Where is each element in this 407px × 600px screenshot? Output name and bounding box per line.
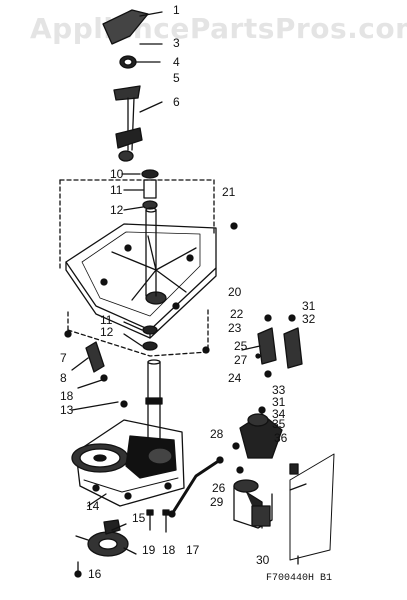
left-bracket: [64, 330, 108, 389]
callout-12: 12: [110, 203, 124, 217]
drive-shaft-assembly: [113, 85, 163, 162]
callout-18: 18: [162, 543, 176, 557]
callout-36: 36: [274, 431, 288, 445]
lower-bearing-stack: [123, 321, 158, 351]
callout-27: 27: [234, 353, 248, 367]
callout-19: 19: [142, 543, 156, 557]
callout-29: 29: [210, 495, 224, 509]
callout-28: 28: [210, 427, 224, 441]
callout-25: 25: [234, 339, 248, 353]
callout-12: 12: [100, 325, 114, 339]
callout-11: 11: [110, 183, 123, 197]
callout-17: 17: [186, 543, 200, 557]
callout-18: 18: [60, 389, 74, 403]
callout-3: 3: [173, 36, 180, 50]
watermark: AppliancePartsPros.com: [30, 12, 407, 45]
callout-33: 33: [272, 383, 286, 397]
actuator-assembly: [232, 406, 283, 459]
loose-screws: [120, 222, 238, 408]
callout-35: 35: [272, 417, 286, 431]
document-code: F700440H B1: [266, 573, 333, 584]
callout-5: 5: [173, 71, 180, 85]
callout-20: 20: [228, 285, 242, 299]
drive-motor: [233, 466, 273, 529]
callout-34: 34: [272, 407, 286, 421]
mounting-plate: [65, 223, 217, 339]
callout-24: 24: [228, 371, 242, 385]
callout-11: 11: [100, 313, 113, 327]
callout-16: 16: [88, 567, 102, 581]
callout-31: 31: [302, 299, 316, 313]
callout-26: 26: [212, 481, 226, 495]
callout-7: 7: [60, 351, 67, 365]
switch-bracket-right: [264, 314, 303, 378]
callout-32: 32: [302, 312, 316, 326]
callout-4: 4: [173, 55, 180, 69]
bearing-stack: [121, 169, 159, 211]
callout-13: 13: [60, 403, 74, 417]
side-panel: [289, 453, 335, 565]
top-bracket-part: [102, 9, 163, 45]
callout-10: 10: [110, 167, 124, 181]
center-post: [145, 207, 157, 297]
callout-31: 31: [272, 395, 286, 409]
mounting-bolts: [146, 509, 170, 533]
link-rod: [168, 456, 224, 518]
callout-15: 15: [132, 511, 146, 525]
switch-bracket-left: [241, 314, 277, 365]
transmission-gearcase: [71, 401, 185, 507]
callout-14: 14: [86, 499, 100, 513]
transmission-column: [145, 359, 163, 451]
callout-22: 22: [230, 307, 244, 321]
callout-30: 30: [256, 553, 270, 567]
callout-6: 6: [173, 95, 180, 109]
callout-23: 23: [228, 321, 242, 335]
callout-8: 8: [60, 371, 67, 385]
callout-1: 1: [173, 3, 180, 17]
callout-21: 21: [222, 185, 236, 199]
assembly-outline: [59, 179, 215, 357]
drain-pump: [74, 519, 137, 578]
seal-ring-part: [119, 55, 161, 69]
